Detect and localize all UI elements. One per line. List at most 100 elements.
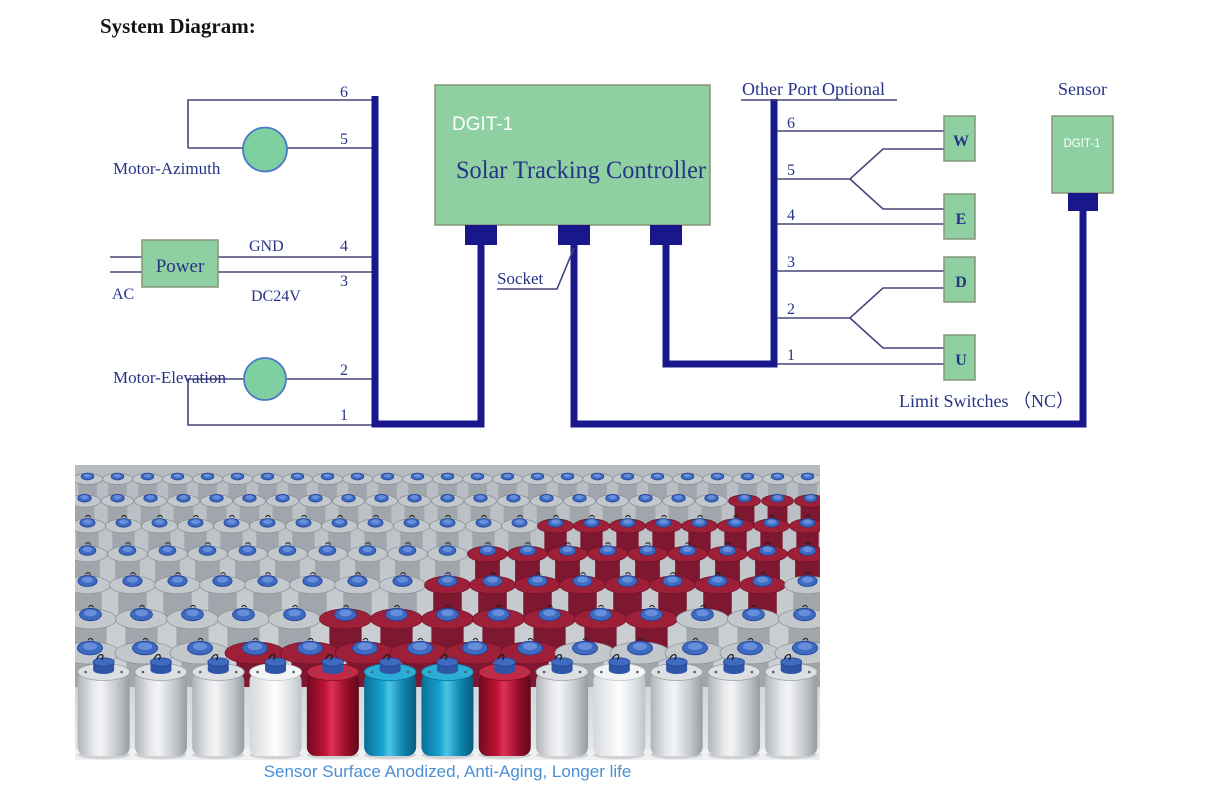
sensor-wire-squiggle bbox=[625, 514, 631, 518]
sensor-cap-highlight bbox=[803, 473, 812, 478]
sensor-cap-highlight bbox=[762, 546, 773, 552]
sensor-cap-highlight bbox=[173, 473, 182, 478]
sensor-wire-squiggle bbox=[760, 572, 766, 575]
sensor-wire-squiggle bbox=[726, 654, 734, 661]
sensor-cap-highlight bbox=[747, 609, 760, 617]
cable-sensor bbox=[570, 209, 1087, 428]
sensor-cap-highlight bbox=[682, 546, 693, 552]
sensor-cap-top bbox=[665, 657, 688, 667]
sensor-cap-highlight bbox=[767, 519, 776, 525]
cable-left-bus bbox=[371, 96, 485, 428]
sensor-array-photo-svg bbox=[75, 465, 820, 760]
sensor-cylinder bbox=[249, 672, 302, 756]
sensor-wire-squiggle bbox=[325, 542, 331, 545]
sensor-cap-highlight bbox=[443, 473, 452, 478]
limit-switch-e-label: E bbox=[956, 211, 967, 228]
sensor-cap-base bbox=[608, 666, 630, 674]
sensor-wire-squiggle bbox=[153, 654, 161, 661]
sensor-wire-squiggle bbox=[157, 514, 163, 518]
sensor-cap-highlight bbox=[522, 642, 538, 651]
screw-icon bbox=[370, 670, 374, 674]
sensor-wire-squiggle bbox=[382, 654, 391, 661]
sensor-wire-squiggle bbox=[301, 514, 307, 518]
sensor-cap-highlight bbox=[577, 642, 593, 651]
sensor-cap-top bbox=[723, 657, 745, 667]
sensor-cap-top bbox=[780, 657, 803, 667]
sensor-cap-highlight bbox=[722, 546, 733, 552]
sensor-cap-highlight bbox=[711, 576, 724, 583]
sensor-wire-squiggle bbox=[121, 514, 127, 518]
sensor-wire-squiggle bbox=[365, 542, 371, 545]
sensor-cap-highlight bbox=[642, 546, 653, 552]
sensor-cap-highlight bbox=[797, 642, 813, 651]
sensor-cap-highlight bbox=[247, 642, 263, 651]
sensor-cylinder bbox=[364, 672, 417, 756]
sensor-cap-highlight bbox=[645, 609, 658, 617]
sensor-cap-highlight bbox=[486, 576, 499, 583]
sensor-cap-highlight bbox=[412, 642, 428, 651]
sensor-wire-squiggle bbox=[205, 542, 211, 545]
wire-azimuth-loop bbox=[187, 99, 374, 148]
sensor-cylinder bbox=[536, 672, 589, 756]
sensor-cap-highlight bbox=[261, 576, 274, 583]
screw-icon bbox=[349, 670, 353, 674]
sensor-cap-highlight bbox=[306, 576, 319, 583]
sensor-cap-highlight bbox=[362, 546, 373, 552]
port-label-6-right: 6 bbox=[787, 115, 795, 132]
sensor-wire-squiggle bbox=[241, 604, 247, 608]
sensor-cap-highlight bbox=[371, 519, 380, 525]
screw-icon bbox=[141, 670, 145, 674]
sensor-cap-highlight bbox=[402, 546, 413, 552]
wire-ac-input bbox=[110, 256, 142, 273]
sensor-cap-base bbox=[780, 666, 802, 674]
sensor-wire-squiggle bbox=[409, 514, 415, 518]
sensor-wire-squiggle bbox=[598, 604, 604, 608]
sensor-cap-highlight bbox=[443, 519, 452, 525]
sensor-wire-squiggle bbox=[220, 572, 226, 575]
sensor-cap-highlight bbox=[282, 546, 293, 552]
sensor-cap-highlight bbox=[479, 519, 488, 525]
sensor-cap-top bbox=[150, 657, 172, 667]
controller-socket-3-icon bbox=[650, 225, 682, 245]
sensor-cap-highlight bbox=[803, 519, 812, 525]
controller-socket-1-icon bbox=[465, 225, 497, 245]
sensor-wire-squiggle bbox=[661, 514, 667, 518]
sensor-cap-highlight bbox=[801, 576, 814, 583]
sensor-wire-squiggle bbox=[725, 542, 731, 545]
sensor-cap-highlight bbox=[299, 519, 308, 525]
sensor-wire-squiggle bbox=[337, 514, 343, 518]
sensor-cap-base bbox=[207, 666, 229, 674]
screw-icon bbox=[177, 670, 181, 674]
sensor-wire-squiggle bbox=[445, 514, 451, 518]
sensor-cap-highlight bbox=[666, 576, 679, 583]
wire-right-5-up bbox=[777, 148, 944, 180]
cable-right-bus bbox=[662, 99, 778, 368]
sensor-wire-squiggle bbox=[565, 542, 571, 545]
sensor-wire-squiggle bbox=[517, 514, 523, 518]
sensor-cylinder bbox=[707, 672, 760, 756]
sensor-wire-squiggle bbox=[589, 514, 595, 518]
sensor-wire-squiggle bbox=[445, 572, 451, 575]
sensor-cap-highlight bbox=[575, 495, 584, 500]
port-label-6-left: 6 bbox=[340, 84, 348, 101]
sensor-cap-highlight bbox=[203, 473, 212, 478]
sensor-cap-highlight bbox=[442, 546, 453, 552]
sensor-cap-highlight bbox=[576, 576, 589, 583]
sensor-cap-highlight bbox=[83, 473, 92, 478]
wire-right-2-down bbox=[849, 317, 944, 349]
sensor-cap-highlight bbox=[410, 495, 419, 500]
port-label-4-left: 4 bbox=[340, 238, 348, 255]
motor-elevation-label: Motor-Elevation bbox=[113, 368, 226, 387]
sensor-cap-base bbox=[265, 666, 287, 674]
sensor-cap-highlight bbox=[233, 473, 242, 478]
ac-label: AC bbox=[112, 286, 134, 303]
screw-icon bbox=[464, 670, 467, 674]
sensor-cap-highlight bbox=[288, 609, 301, 617]
screw-icon bbox=[292, 670, 295, 674]
sensor-cap-highlight bbox=[674, 495, 683, 500]
screw-icon bbox=[120, 670, 123, 674]
sensor-cap-highlight bbox=[587, 519, 596, 525]
controller-model-label: DGIT-1 bbox=[452, 114, 513, 135]
gnd-label: GND bbox=[249, 238, 284, 255]
wire-right-5-down bbox=[849, 178, 944, 210]
